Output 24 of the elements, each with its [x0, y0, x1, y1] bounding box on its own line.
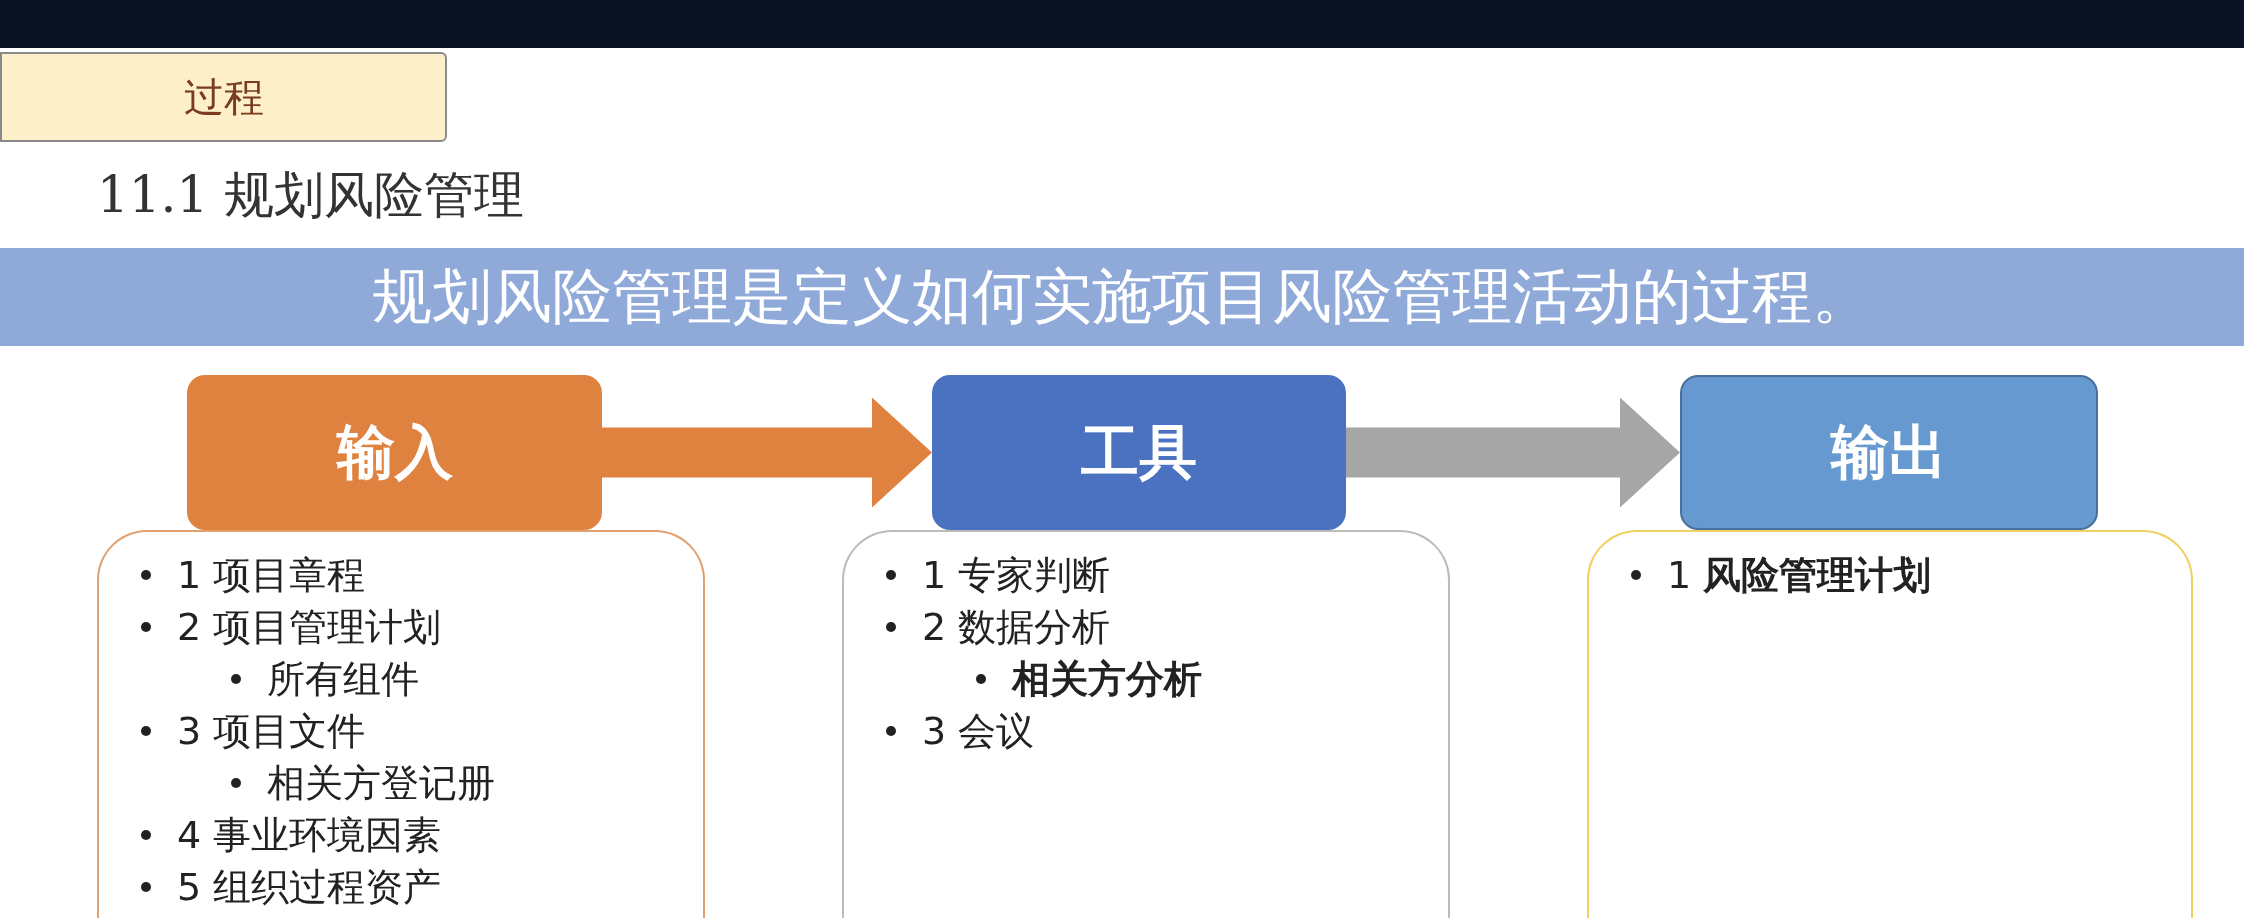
definition-band: 规划风险管理是定义如何实施项目风险管理活动的过程。	[0, 248, 2244, 346]
header-box: 工具	[932, 375, 1346, 530]
list-box	[1587, 530, 2193, 918]
list-item: 相关方登记册	[267, 760, 495, 807]
list-item: 所有组件	[267, 656, 419, 703]
block-arrow	[1346, 397, 1680, 508]
list-item: 2 数据分析	[922, 604, 1111, 651]
list-item: 1 风险管理计划	[1667, 552, 1932, 599]
list-item: 2 项目管理计划	[177, 604, 442, 651]
header-box: 输入	[187, 375, 602, 530]
list-box	[97, 530, 705, 918]
top-bar	[0, 0, 2244, 48]
list-item: 5 组织过程资产	[177, 864, 442, 911]
list-item: 相关方分析	[1012, 656, 1202, 703]
list-item: 1 项目章程	[177, 552, 366, 599]
list-item: 1 专家判断	[922, 552, 1111, 599]
section-heading: 11.1 规划风险管理	[97, 165, 525, 226]
header-box: 输出	[1680, 375, 2098, 530]
list-box	[842, 530, 1450, 918]
tab-label: 过程	[0, 52, 447, 142]
block-arrow	[602, 397, 932, 508]
list-item: 3 项目文件	[177, 708, 366, 755]
list-item: 3 会议	[922, 708, 1035, 755]
list-item: 4 事业环境因素	[177, 812, 442, 859]
